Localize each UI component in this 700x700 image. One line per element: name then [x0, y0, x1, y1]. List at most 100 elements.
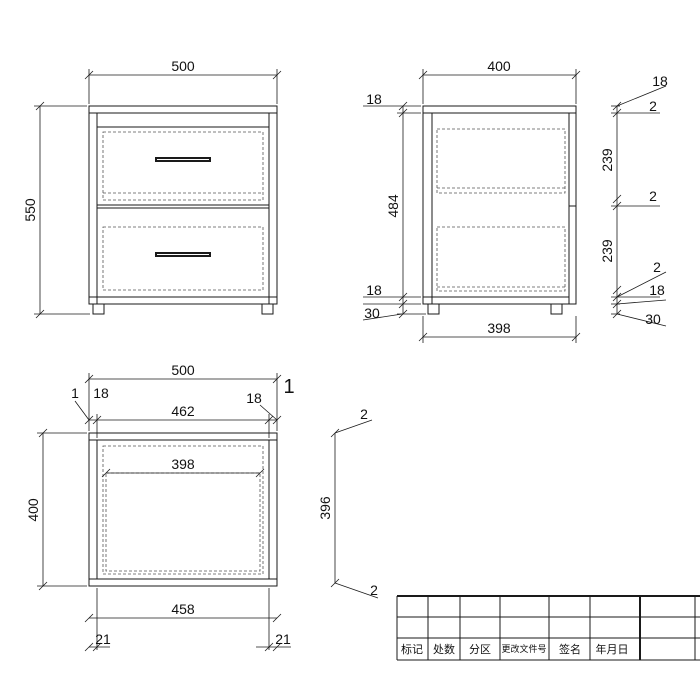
- dim-plan-left-offset: 1: [71, 385, 79, 401]
- leader-line: [616, 85, 667, 107]
- tick: [612, 194, 622, 204]
- dim-right-gap-mid: 2: [649, 188, 657, 204]
- dim-front-height: 550: [22, 198, 38, 222]
- leader-line: [362, 313, 403, 321]
- dim-plan-depth: 400: [25, 498, 41, 522]
- tick: [398, 309, 408, 319]
- leader-line: [616, 299, 667, 305]
- dim-right-top-panel: 18: [652, 73, 668, 89]
- dim-plan-left-panel: 18: [93, 385, 109, 401]
- front-carcass: [88, 112, 278, 305]
- title-header-date: 年月日: [596, 642, 629, 656]
- tick: [612, 201, 622, 211]
- title-header-mark: 标记: [401, 642, 423, 656]
- tick: [84, 642, 94, 652]
- tick: [92, 415, 102, 425]
- leader-line: [616, 271, 667, 298]
- dim-side-bottom-width: 398: [487, 320, 511, 336]
- side-lower-drawer-box: [436, 226, 566, 292]
- front-left-leg: [92, 303, 105, 315]
- dim-plan-right-mark: 1: [283, 376, 294, 398]
- dim-plan-inner: 462: [171, 403, 195, 419]
- dim-side-leg: 30: [364, 305, 380, 321]
- side-top-panel: [422, 105, 577, 114]
- lower-drawer-hidden: [102, 226, 264, 291]
- leader-line: [334, 582, 379, 599]
- dim-right-drawer-2: 239: [599, 239, 615, 263]
- tick: [418, 70, 428, 80]
- side-front-leg: [550, 303, 563, 315]
- dim-plan-bottom-left: 21: [95, 631, 111, 647]
- tick: [398, 299, 408, 309]
- dim-plan-width: 500: [171, 362, 195, 378]
- side-carcass: [422, 112, 570, 305]
- dim-plan-drawer-width: 398: [171, 456, 195, 472]
- dim-plan-inner-depth: 396: [317, 496, 333, 520]
- dim-side-top: 18: [366, 91, 382, 107]
- lower-drawer-handle: [155, 252, 211, 257]
- title-header-change-doc: 更改文件号: [501, 643, 546, 654]
- tick: [398, 292, 408, 302]
- leader-line: [334, 419, 373, 434]
- title-block: 标记 处数 分区 更改文件号 签名 年月日: [396, 595, 700, 661]
- dim-side-bottom: 18: [366, 282, 382, 298]
- lower-drawer-front: [96, 207, 270, 298]
- side-view: 400 18 484 18 30 398: [362, 58, 668, 343]
- tick: [272, 374, 282, 384]
- leader-line: [259, 404, 278, 421]
- tick: [35, 101, 45, 111]
- title-header-count: 处数: [433, 643, 455, 656]
- tick: [272, 613, 282, 623]
- tick: [571, 70, 581, 80]
- upper-drawer-handle: [155, 157, 211, 162]
- tick: [255, 468, 265, 478]
- tick: [418, 332, 428, 342]
- tick: [92, 642, 102, 652]
- dim-plan-bottom-right: 21: [275, 631, 291, 647]
- dim-right-gap-top: 2: [649, 98, 657, 114]
- dim-plan-gap-top: 2: [360, 406, 368, 422]
- tick: [35, 309, 45, 319]
- tick: [38, 581, 48, 591]
- tick: [571, 332, 581, 342]
- leader-line: [74, 400, 90, 421]
- dim-plan-right-panel: 18: [246, 390, 262, 406]
- side-upper-drawer-box: [436, 128, 566, 194]
- dim-right-leg: 30: [645, 311, 661, 327]
- front-right-leg: [261, 303, 274, 315]
- tick: [272, 70, 282, 80]
- tick: [398, 101, 408, 111]
- dim-side-inner-height: 484: [385, 194, 401, 218]
- tick: [272, 642, 282, 652]
- plan-outline: [88, 432, 278, 587]
- dim-front-width: 500: [171, 58, 195, 74]
- tick: [101, 468, 111, 478]
- tick: [612, 285, 622, 295]
- tick: [84, 374, 94, 384]
- tick: [612, 108, 622, 118]
- upper-drawer-front: [96, 126, 270, 206]
- title-header-zone: 分区: [469, 643, 491, 656]
- tick: [84, 613, 94, 623]
- dim-right-bottom-panel: 18: [649, 282, 665, 298]
- tick: [264, 415, 274, 425]
- upper-drawer-hidden: [102, 131, 264, 201]
- side-back-leg: [427, 303, 440, 315]
- dim-plan-bottom-width: 458: [171, 601, 195, 617]
- plan-view: 500 462 1 18 18 1 398 400 396: [25, 362, 379, 652]
- plan-drawer-hidden: [102, 445, 264, 575]
- dim-right-drawer-1: 239: [599, 148, 615, 172]
- plan-drawer-box-hidden: [105, 472, 261, 572]
- dim-side-depth: 400: [487, 58, 511, 74]
- side-drawer-fronts: [568, 112, 577, 305]
- tick: [398, 108, 408, 118]
- tick: [84, 70, 94, 80]
- title-header-signature: 签名: [559, 642, 581, 656]
- front-top-panel: [88, 105, 278, 114]
- dim-plan-gap-bottom: 2: [370, 582, 378, 598]
- dim-right-gap-bottom: 2: [653, 259, 661, 275]
- front-view: 500 550: [22, 58, 282, 319]
- tick: [264, 642, 274, 652]
- tick: [38, 428, 48, 438]
